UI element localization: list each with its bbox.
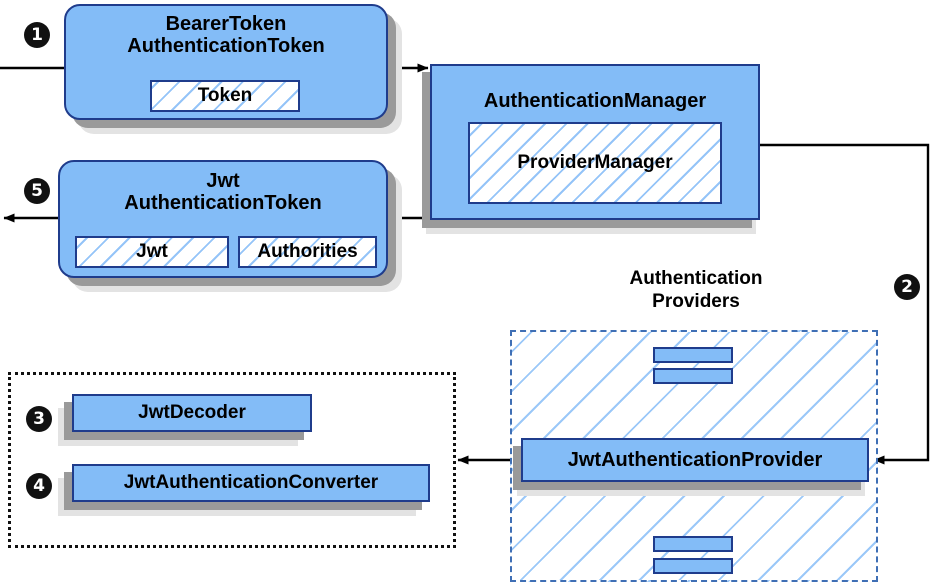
token-field[interactable]: Token: [150, 80, 300, 112]
jwt-decoder-region: [8, 372, 456, 548]
authorities-field-label: Authorities: [257, 241, 358, 263]
jwt-authentication-converter-label: JwtAuthenticationConverter: [123, 472, 379, 494]
bearer-token-title-line1: BearerToken: [165, 13, 287, 35]
provider-manager-box[interactable]: ProviderManager: [468, 122, 722, 204]
providers-caption-line1: Authentication: [629, 268, 763, 289]
providers-caption-line2: Providers: [652, 290, 740, 312]
authentication-manager-title: AuthenticationManager: [483, 90, 707, 112]
peer-provider-bar-1: [653, 347, 733, 363]
peer-provider-bar-2: [653, 368, 733, 384]
step-badge-1: 1: [24, 22, 50, 48]
jwt-authentication-provider-label: JwtAuthenticationProvider: [567, 448, 823, 471]
connector-manager-to-providers: [760, 143, 930, 465]
jwt-field[interactable]: Jwt: [75, 236, 229, 268]
token-field-label: Token: [197, 85, 253, 107]
authentication-providers-caption: Authentication Providers: [556, 268, 836, 314]
jwt-decoder-label: JwtDecoder: [138, 402, 246, 424]
jwt-authentication-provider-node[interactable]: JwtAuthenticationProvider: [521, 438, 869, 482]
peer-provider-bar-3: [653, 536, 733, 552]
jwt-authentication-token-title-line2: AuthenticationToken: [124, 192, 322, 215]
jwt-authentication-token-title-line1: Jwt: [206, 170, 240, 192]
jwt-field-label: Jwt: [136, 241, 168, 263]
step-badge-2: 2: [894, 274, 920, 300]
step-badge-3: 3: [26, 406, 52, 432]
step-badge-5: 5: [24, 178, 50, 204]
authorities-field[interactable]: Authorities: [238, 236, 377, 268]
jwt-authentication-converter-node[interactable]: JwtAuthenticationConverter: [72, 464, 430, 502]
bearer-token-title-line2: AuthenticationToken: [127, 35, 325, 58]
peer-provider-bar-4: [653, 558, 733, 574]
step-badge-4: 4: [26, 473, 52, 499]
provider-manager-label: ProviderManager: [517, 152, 673, 174]
jwt-decoder-node[interactable]: JwtDecoder: [72, 394, 312, 432]
